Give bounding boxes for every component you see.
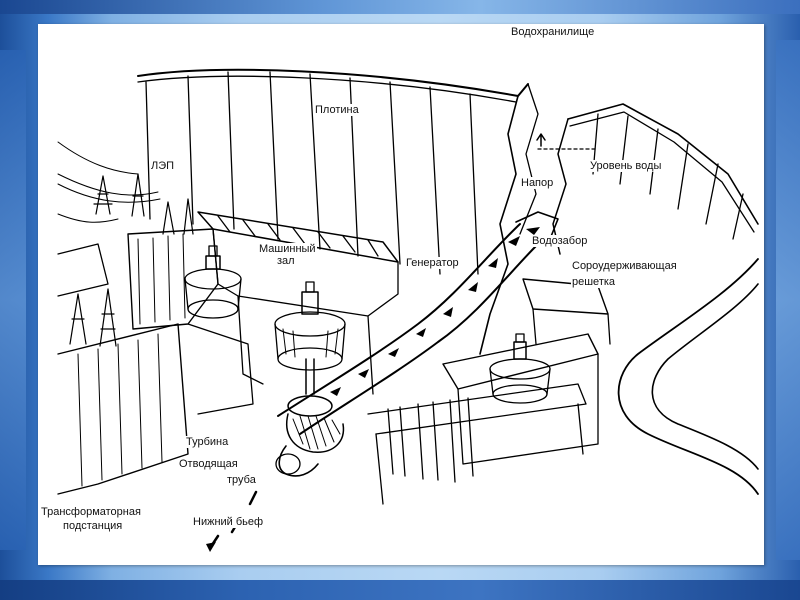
transformer-building [127, 228, 219, 330]
label-substation-2: подстанция [62, 520, 124, 532]
dam-broken-edge [479, 95, 519, 355]
label-grille-1: Сороудерживающая [571, 260, 678, 272]
left-lower-wall [57, 323, 189, 495]
label-machine-hall-2: зал [276, 255, 296, 267]
power-line-towers [69, 173, 194, 347]
reservoir-wall-lines [592, 113, 744, 240]
river-bank-inner [651, 283, 759, 470]
label-reservoir: Водохранилище [510, 26, 596, 38]
river-bank-outer [617, 258, 759, 495]
penstock-flow-arrows [330, 236, 520, 396]
label-substation-1: Трансформаторная [40, 506, 142, 518]
slide-top-band [0, 0, 800, 14]
label-intake: Водозабор [531, 235, 589, 247]
lower-base [367, 383, 587, 435]
label-water-level: Уровень воды [589, 160, 663, 172]
label-power-line: ЛЭП [150, 160, 176, 172]
slide-left-stripe [0, 50, 26, 550]
label-grille-2: решетка [571, 276, 617, 288]
dam-panels [145, 71, 479, 275]
hydro-station-drawing [57, 68, 759, 552]
dam-crest-inner [137, 75, 517, 103]
water-level-arrow [536, 133, 546, 147]
dam-crest [137, 68, 529, 97]
hydro-station-diagram: Водохранилище Плотина ЛЭП Машинный зал Г… [38, 24, 764, 565]
label-head: Напор [520, 177, 555, 189]
generator-right [489, 333, 551, 404]
slide-right-stripe [776, 40, 800, 560]
label-dam: Плотина [314, 104, 360, 116]
roof-ribs [217, 215, 379, 257]
label-turbine: Турбина [185, 436, 230, 448]
label-generator: Генератор [405, 257, 460, 269]
label-draft-tube-1: Отводящая [178, 458, 239, 470]
draft-tube [278, 445, 319, 477]
reservoir-wall-top [567, 103, 759, 225]
turbine [286, 395, 345, 453]
label-tailwater: Нижний бьеф [192, 516, 265, 528]
label-draft-tube-2: труба [226, 474, 257, 486]
reservoir-wall-front [552, 118, 569, 255]
slide-bottom-band [0, 580, 800, 600]
label-machine-hall-1: Машинный [258, 243, 317, 255]
generator-center [274, 281, 346, 395]
generator-left [184, 245, 242, 319]
penstock-upper [277, 223, 521, 417]
lower-structure-bars [387, 397, 474, 483]
power-line-wires [57, 141, 161, 223]
penstock-lower [299, 243, 539, 435]
